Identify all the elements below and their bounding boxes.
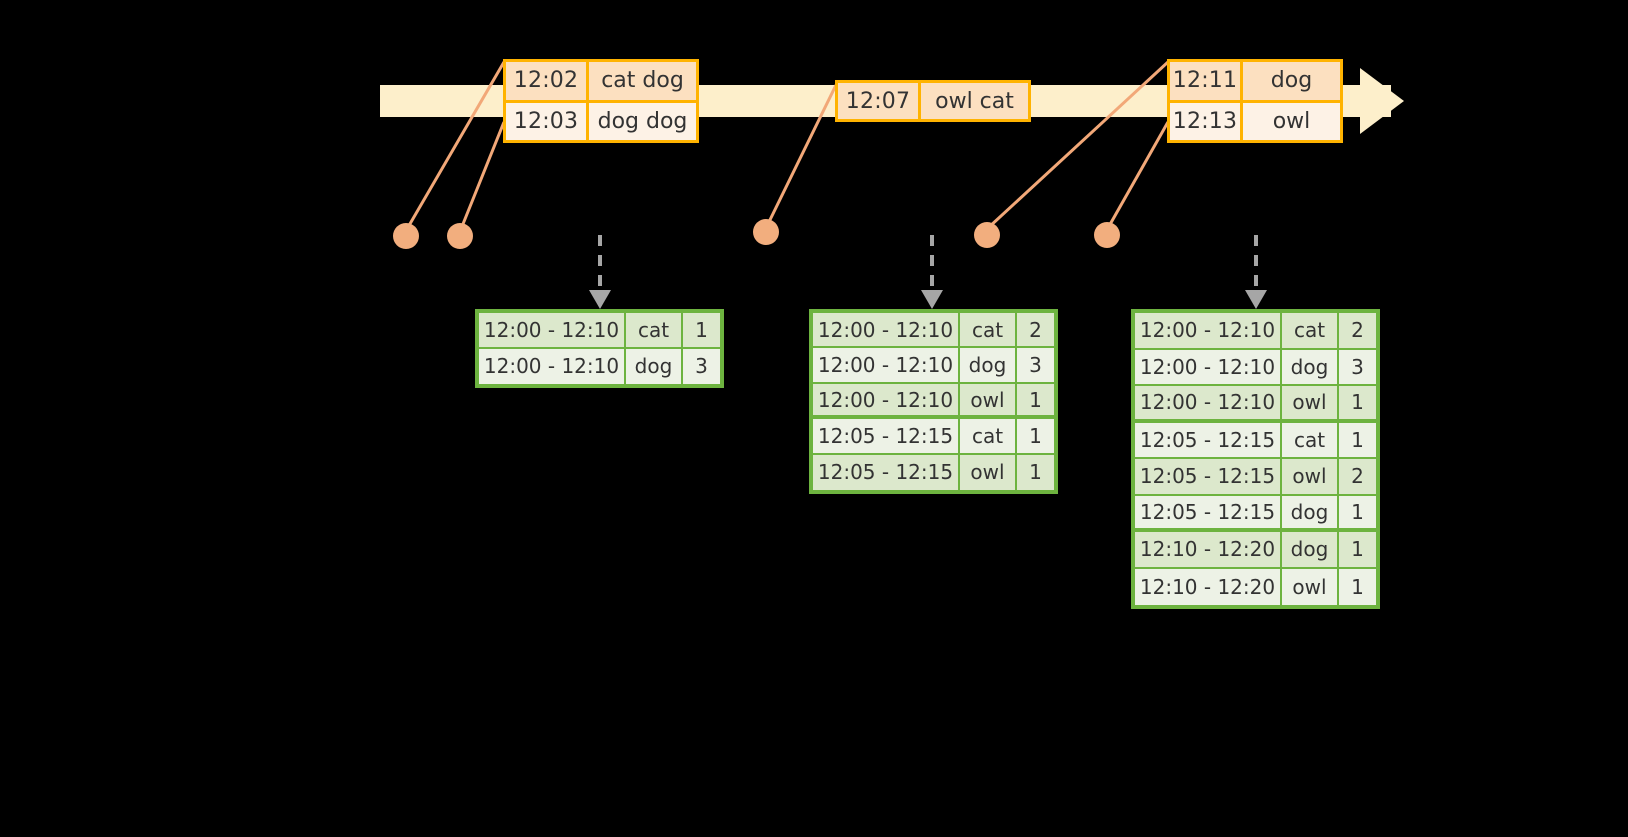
event-time: 12:13 xyxy=(1170,102,1243,140)
event-row[interactable]: 12:03 dog dog xyxy=(506,99,696,140)
cell-count: 1 xyxy=(1029,424,1042,449)
cell-window: 12:05 - 12:15 xyxy=(1135,495,1282,529)
cell-word: dog xyxy=(626,348,683,384)
connector-3 xyxy=(765,84,838,227)
cell-word: cat xyxy=(960,419,1017,453)
event-group-1[interactable]: 12:02 cat dog 12:03 dog dog xyxy=(503,59,699,143)
event-time: 12:03 xyxy=(506,102,589,140)
event-time: 12:02 xyxy=(506,62,589,100)
dot-1 xyxy=(393,223,419,249)
cell-window: 12:05 - 12:15 xyxy=(1135,422,1282,458)
connector-1 xyxy=(405,61,506,230)
event-payload: owl cat xyxy=(935,88,1014,114)
cell-window: 12:00 - 12:10 xyxy=(1135,386,1282,419)
event-group-3[interactable]: 12:11 dog 12:13 owl xyxy=(1167,59,1343,143)
event-payload: dog dog xyxy=(597,108,688,134)
cell-window: 12:00 - 12:10 xyxy=(813,348,960,382)
cell-word: dog xyxy=(1282,532,1339,567)
cell-word: cat xyxy=(626,313,683,347)
cell-count: 3 xyxy=(1029,353,1042,378)
cell-word: cat xyxy=(1282,422,1339,458)
cell-count: 1 xyxy=(1351,499,1364,524)
cell-window: 12:00 - 12:10 xyxy=(479,348,626,384)
arrow-to-table-1 xyxy=(589,235,611,309)
cell-word: owl xyxy=(960,383,1017,416)
cell-count: 1 xyxy=(1351,574,1364,599)
arrow-to-table-2 xyxy=(921,235,943,309)
cell-count: 3 xyxy=(1351,354,1364,379)
cell-word: owl xyxy=(1282,568,1339,606)
cell-count: 1 xyxy=(1029,460,1042,485)
event-time: 12:11 xyxy=(1170,62,1243,100)
cell-window: 12:05 - 12:15 xyxy=(813,454,960,491)
cell-count: 1 xyxy=(1351,390,1364,415)
cell-word: owl xyxy=(960,454,1017,491)
cell-window: 12:05 - 12:15 xyxy=(1135,459,1282,494)
connector-2 xyxy=(459,121,506,230)
event-row[interactable]: 12:11 dog xyxy=(1170,62,1340,100)
cell-count: 3 xyxy=(695,354,708,379)
event-payload: cat dog xyxy=(601,68,684,94)
cell-count: 1 xyxy=(1351,427,1364,452)
cell-count: 1 xyxy=(1351,537,1364,562)
event-group-2[interactable]: 12:07 owl cat xyxy=(835,80,1031,122)
dot-4 xyxy=(974,222,1000,248)
cell-count: 2 xyxy=(1351,318,1364,343)
dot-markers xyxy=(393,219,1120,249)
event-payload: owl xyxy=(1272,108,1311,134)
dot-3 xyxy=(753,219,779,245)
cell-count: 1 xyxy=(1029,387,1042,412)
cell-window: 12:00 - 12:10 xyxy=(813,383,960,416)
cell-window: 12:00 - 12:10 xyxy=(1135,349,1282,384)
cell-word: owl xyxy=(1282,459,1339,494)
cell-count: 2 xyxy=(1351,464,1364,489)
cell-word: dog xyxy=(1282,349,1339,384)
cell-word: dog xyxy=(960,348,1017,382)
cell-window: 12:00 - 12:10 xyxy=(1135,313,1282,348)
dot-5 xyxy=(1094,222,1120,248)
cell-window: 12:00 - 12:10 xyxy=(479,313,626,347)
event-row[interactable]: 12:07 owl cat xyxy=(838,83,1028,119)
cell-window: 12:05 - 12:15 xyxy=(813,419,960,453)
cell-word: dog xyxy=(1282,495,1339,529)
cell-count: 2 xyxy=(1029,317,1042,342)
cell-count: 1 xyxy=(695,317,708,342)
table-arrows xyxy=(589,235,1267,309)
event-payload: dog xyxy=(1270,68,1313,94)
event-row[interactable]: 12:02 cat dog xyxy=(506,62,696,100)
arrow-to-table-3 xyxy=(1245,235,1267,309)
cell-window: 12:10 - 12:20 xyxy=(1135,532,1282,567)
dot-2 xyxy=(447,223,473,249)
connector-5 xyxy=(1106,121,1170,229)
cell-window: 12:10 - 12:20 xyxy=(1135,568,1282,606)
event-row[interactable]: 12:13 owl xyxy=(1170,99,1340,140)
event-time: 12:07 xyxy=(838,83,921,119)
cell-word: cat xyxy=(1282,313,1339,348)
cell-word: cat xyxy=(960,313,1017,347)
cell-word: owl xyxy=(1282,386,1339,419)
cell-window: 12:00 - 12:10 xyxy=(813,313,960,347)
